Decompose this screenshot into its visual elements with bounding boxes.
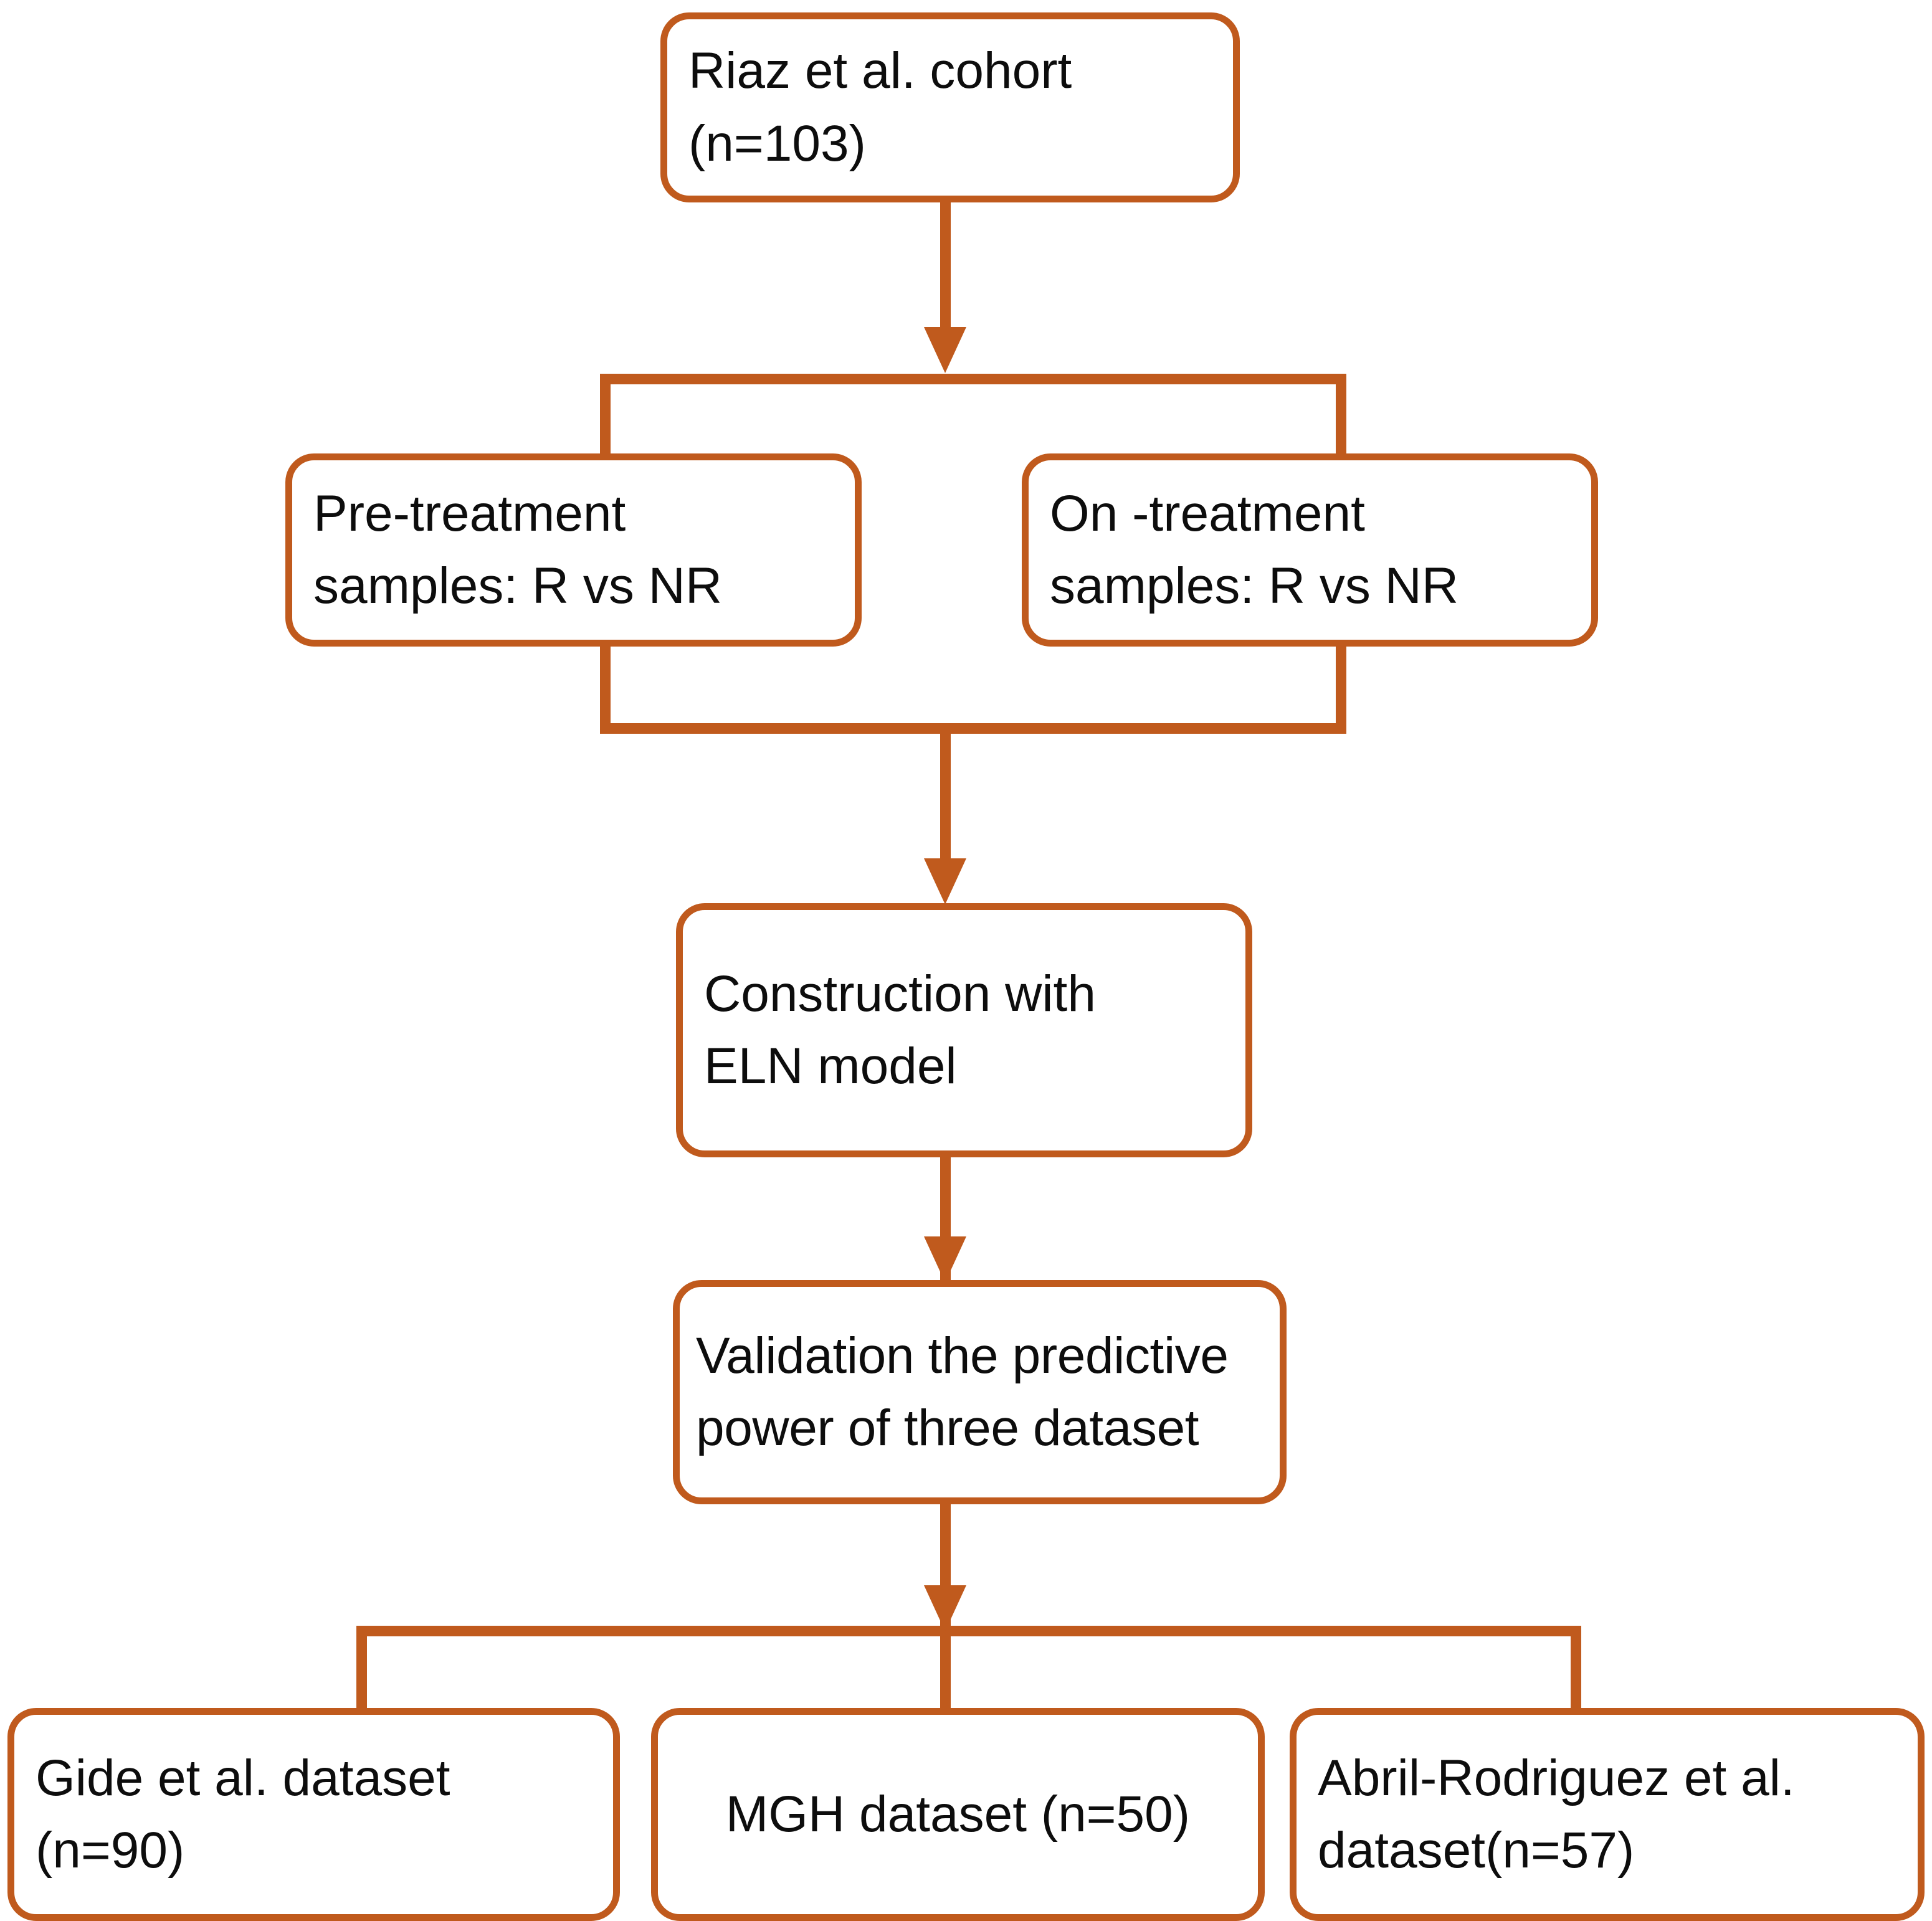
node-on-treatment-line-2: samples: R vs NR (1050, 557, 1459, 614)
node-riaz-cohort-line-2: (n=103) (688, 115, 866, 172)
edge-riaz-to-split-arrowhead (924, 327, 966, 373)
edge-eln-to-validation-arrowhead (924, 1236, 966, 1283)
node-mgh-dataset[interactable]: MGH dataset (n=50) (651, 1708, 1265, 1921)
merge-bar-1-left-riser (600, 647, 611, 734)
edge-merge-to-eln-arrowhead (924, 858, 966, 904)
node-gide-dataset-line-1: Gide et al. dataset (36, 1749, 450, 1806)
node-validation[interactable]: Validation the predictive power of three… (673, 1280, 1287, 1504)
edge-riaz-to-split-stem (940, 202, 951, 331)
merge-bar-1-right-riser (1336, 647, 1346, 734)
node-validation-line-1: Validation the predictive (696, 1327, 1229, 1384)
node-mgh-dataset-line-1: MGH dataset (n=50) (725, 1785, 1191, 1843)
node-validation-line-2: power of three dataset (696, 1400, 1199, 1456)
node-pre-treatment[interactable]: Pre-treatment samples: R vs NR (285, 453, 862, 647)
node-eln-construction-line-1: Construction with (704, 965, 1096, 1022)
split-bar-1 (600, 374, 1346, 384)
node-eln-construction-line-2: ELN model (704, 1038, 957, 1094)
node-abril-rodriguez-dataset-line-1: Abril-Rodriguez et al. (1318, 1749, 1795, 1806)
node-abril-rodriguez-dataset[interactable]: Abril-Rodriguez et al. dataset(n=57) (1290, 1708, 1925, 1921)
merge-bar-1 (600, 723, 1346, 734)
split-bar-2-center-drop (940, 1626, 951, 1713)
node-riaz-cohort[interactable]: Riaz et al. cohort (n=103) (660, 12, 1240, 202)
node-riaz-cohort-line-1: Riaz et al. cohort (688, 42, 1072, 100)
node-gide-dataset-line-2: (n=90) (36, 1822, 185, 1879)
node-pre-treatment-line-2: samples: R vs NR (313, 557, 723, 614)
edge-merge-to-eln-stem (940, 723, 951, 863)
node-pre-treatment-line-1: Pre-treatment (313, 485, 626, 542)
node-gide-dataset[interactable]: Gide et al. dataset (n=90) (7, 1708, 620, 1921)
split-bar-2-left-drop (356, 1626, 367, 1713)
node-on-treatment[interactable]: On -treatment samples: R vs NR (1022, 453, 1598, 647)
node-abril-rodriguez-dataset-line-2: dataset(n=57) (1318, 1822, 1635, 1879)
split-bar-2 (356, 1626, 1581, 1636)
node-on-treatment-line-1: On -treatment (1050, 485, 1365, 542)
node-eln-construction[interactable]: Construction with ELN model (676, 903, 1252, 1157)
split-bar-1-right-drop (1336, 374, 1346, 461)
edge-validation-to-split-arrowhead (924, 1585, 966, 1631)
split-bar-2-right-drop (1571, 1626, 1581, 1713)
split-bar-1-left-drop (600, 374, 611, 461)
